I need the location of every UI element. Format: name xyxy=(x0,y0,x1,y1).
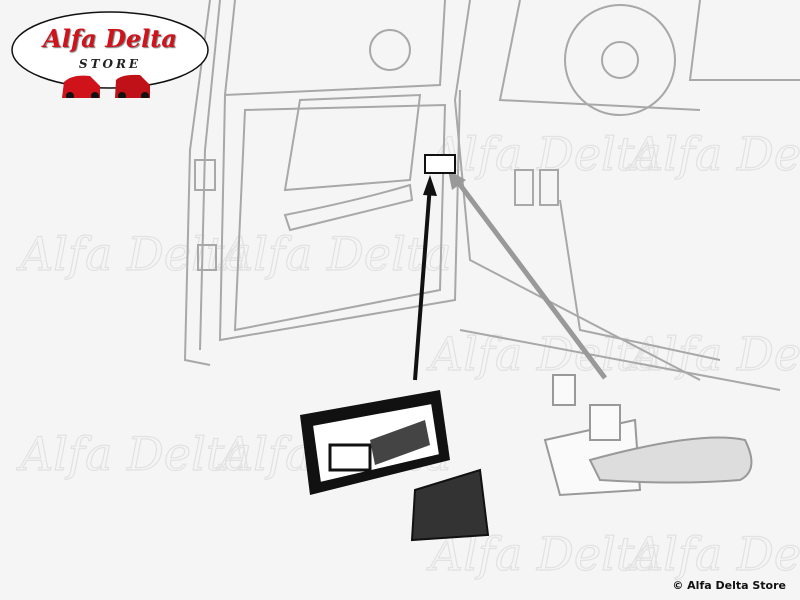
handle-location-marker xyxy=(424,154,456,174)
svg-text:Alfa Delta: Alfa Delta xyxy=(626,127,800,181)
logo-title: Alfa Delta xyxy=(43,24,177,53)
svg-text:Alfa Delta: Alfa Delta xyxy=(426,327,662,381)
logo-subtitle: STORE xyxy=(78,57,142,71)
classic-cars-icon xyxy=(62,74,150,98)
svg-text:Alfa Delta: Alfa Delta xyxy=(626,327,800,381)
svg-text:Alfa Delta: Alfa Delta xyxy=(426,127,662,181)
watermarks: Alfa Delta Alfa Delta Alfa Delta Alfa De… xyxy=(15,126,800,581)
svg-text:Alfa Delta: Alfa Delta xyxy=(16,227,252,281)
svg-text:Alfa Delta: Alfa Delta xyxy=(16,427,252,481)
logo-ellipse xyxy=(11,11,209,98)
exterior-handle-part xyxy=(543,374,753,497)
handle-escutcheon-part xyxy=(300,390,450,495)
svg-text:Alfa Delta: Alfa Delta xyxy=(216,227,452,281)
svg-text:Alfa Delta: Alfa Delta xyxy=(626,527,800,581)
alfa-delta-store-logo[interactable]: Alfa Delta STORE xyxy=(10,10,210,98)
copyright-notice: © Alfa Delta Store xyxy=(672,579,786,592)
felt-pad-part xyxy=(410,468,490,542)
arrows xyxy=(413,170,607,381)
